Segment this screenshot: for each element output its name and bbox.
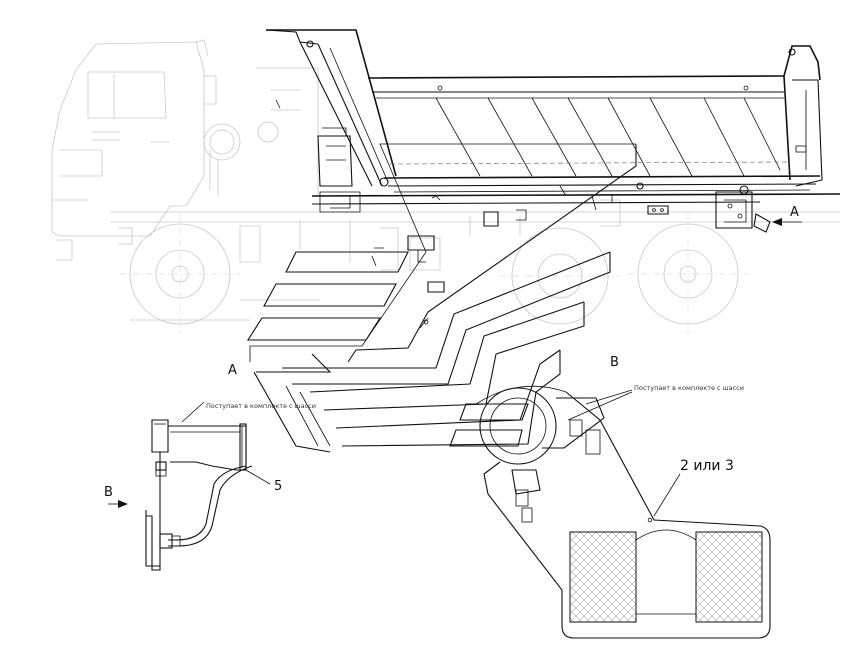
view-a-label: A xyxy=(228,363,237,378)
item-2-or-3-label: 2 или 3 xyxy=(680,458,734,474)
view-b-detail: B Поступает в комплекте с шасси 2 или 3 xyxy=(475,355,771,639)
note-right: Поступает в комплекте с шасси xyxy=(634,384,744,392)
stripe-3 xyxy=(246,317,382,341)
note-left: Поступает в комплекте с шасси xyxy=(206,402,316,410)
item-5-label: 5 xyxy=(274,479,282,494)
view-b-left-label: B xyxy=(104,485,113,500)
stripe-2 xyxy=(263,283,397,307)
wheels-ghost xyxy=(120,214,748,334)
dump-body xyxy=(265,29,823,195)
subframe xyxy=(275,99,841,293)
truck-cab-ghost xyxy=(51,39,241,261)
chevron-stripe-panel xyxy=(246,143,637,453)
view-b-label: B xyxy=(610,355,619,370)
view-a-top-label: A xyxy=(790,205,799,220)
view-a-arrow: A xyxy=(772,205,802,226)
stripe-1 xyxy=(285,251,409,273)
view-a-detail: A 5 Поступает в комплекте с шасси B xyxy=(104,363,316,571)
chassis-frame-ghost xyxy=(110,67,840,321)
